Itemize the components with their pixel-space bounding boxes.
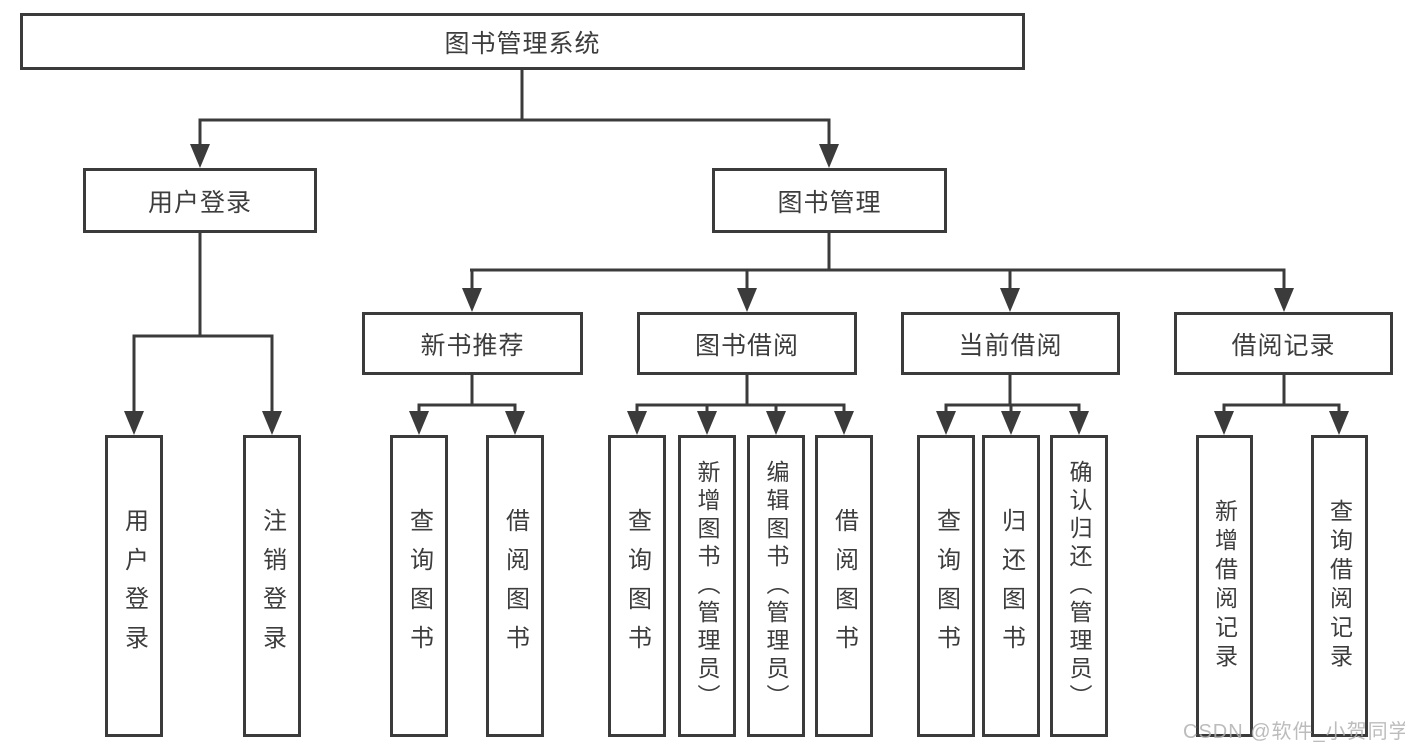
node-label: 当前借阅	[958, 331, 1063, 360]
leaf-borrow-books-borrowing: 借阅图书	[815, 435, 873, 737]
node-user-login: 用户登录	[83, 168, 317, 233]
leaf-label: 新增图书（管理员）	[694, 460, 720, 712]
leaf-query-books-recommend: 查询图书	[390, 435, 448, 737]
node-book-borrowing: 图书借阅	[637, 312, 857, 375]
leaf-query-books-current: 查询图书	[917, 435, 975, 737]
leaf-label: 归还图书	[997, 508, 1025, 664]
node-label: 借阅记录	[1231, 331, 1336, 360]
leaf-label: 借阅图书	[501, 508, 529, 664]
leaf-logout: 注销登录	[243, 435, 301, 737]
leaf-label: 查询借阅记录	[1326, 499, 1353, 673]
leaf-query-borrow-record: 查询借阅记录	[1311, 435, 1368, 737]
leaf-label: 查询图书	[623, 508, 651, 664]
leaf-query-books-borrowing: 查询图书	[608, 435, 666, 737]
node-label: 新书推荐	[420, 331, 525, 360]
leaf-label: 注销登录	[258, 508, 286, 664]
leaf-label: 编辑图书（管理员）	[763, 460, 789, 712]
leaf-confirm-return-admin: 确认归还（管理员）	[1050, 435, 1108, 737]
node-label: 图书借阅	[694, 331, 799, 360]
leaf-add-borrow-record: 新增借阅记录	[1196, 435, 1253, 737]
leaf-add-book-admin: 新增图书（管理员）	[678, 435, 736, 737]
leaf-label: 查询图书	[932, 508, 960, 664]
leaf-user-login: 用户登录	[105, 435, 163, 737]
leaf-edit-book-admin: 编辑图书（管理员）	[747, 435, 805, 737]
node-new-book-recommend: 新书推荐	[362, 312, 583, 375]
leaf-label: 用户登录	[120, 508, 148, 664]
leaf-label: 确认归还（管理员）	[1066, 460, 1092, 712]
leaf-borrow-books-recommend: 借阅图书	[486, 435, 544, 737]
leaf-label: 借阅图书	[830, 508, 858, 664]
node-library-management-system: 图书管理系统	[20, 13, 1025, 70]
leaf-label: 新增借阅记录	[1211, 499, 1238, 673]
csdn-watermark: CSDN @软件_小贺同学	[1183, 721, 1405, 743]
leaf-return-books: 归还图书	[982, 435, 1040, 737]
node-borrowing-records: 借阅记录	[1174, 312, 1393, 375]
node-book-management: 图书管理	[712, 168, 947, 233]
leaf-label: 查询图书	[405, 508, 433, 664]
node-label: 图书管理	[777, 188, 882, 217]
node-current-borrowing: 当前借阅	[901, 312, 1120, 375]
node-label: 用户登录	[147, 188, 252, 217]
node-label: 图书管理系统	[444, 29, 601, 58]
